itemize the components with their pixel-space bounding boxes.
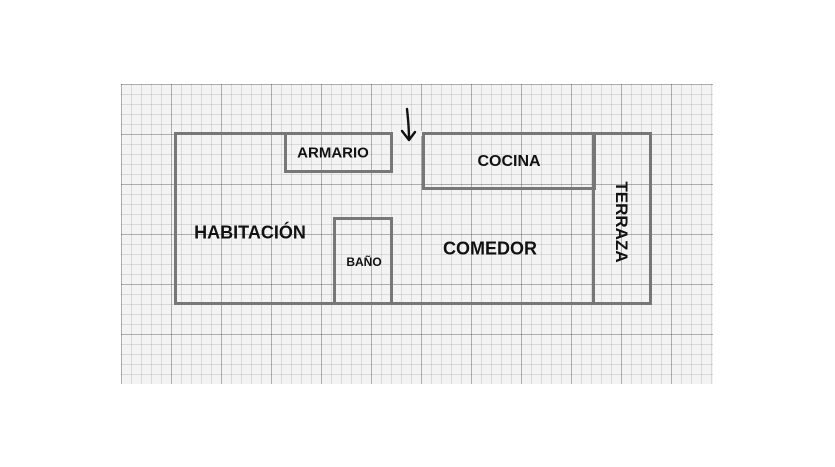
cocina-label: COCINA [477,153,541,170]
arrow-down-icon [400,107,417,142]
armario-label: ARMARIO [297,144,369,162]
bano-label: BAÑO [346,255,382,269]
terraza-room [592,132,652,305]
bano-room [333,217,393,305]
comedor-label: COMEDOR [443,238,537,259]
entrance-gap [393,131,422,136]
armario-room [284,132,393,173]
habitacion-label: HABITACIÓN [194,222,306,243]
terraza-label: TERRAZA [612,181,631,263]
